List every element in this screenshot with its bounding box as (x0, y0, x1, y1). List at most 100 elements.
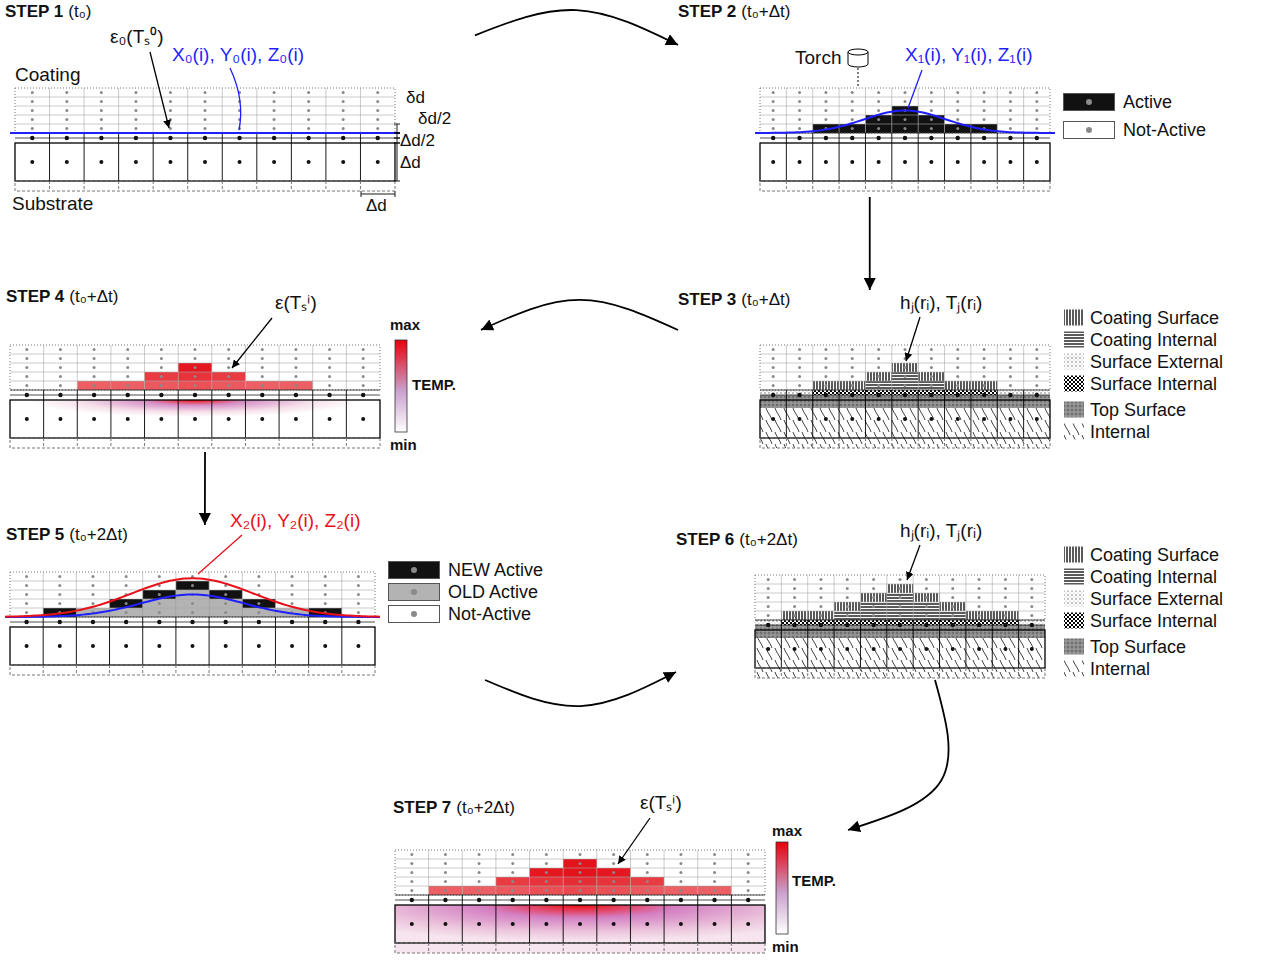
art-line (10, 381, 380, 382)
coating-node (545, 889, 548, 892)
coating-cell (887, 611, 913, 620)
swatch-pattern (1064, 639, 1084, 655)
coating-node (227, 375, 230, 378)
coating-node (930, 357, 933, 360)
art-line (781, 575, 782, 620)
coating-node (100, 109, 103, 112)
coating-node (294, 366, 297, 369)
coating-node (646, 853, 649, 856)
coating-node (65, 100, 68, 103)
coating-node (1030, 614, 1033, 617)
coating-node (125, 575, 128, 578)
coating-node (1004, 578, 1007, 581)
art-line (187, 181, 188, 191)
annotation-label: max (390, 316, 420, 334)
legend-swatch (388, 605, 440, 623)
interface-node (272, 136, 276, 140)
coating-node (291, 575, 294, 578)
leader-line (198, 535, 242, 574)
step-time: (t₀+2Δt) (69, 525, 128, 544)
art-line (1023, 345, 1024, 390)
interface-node (92, 393, 96, 397)
interface-node (168, 136, 172, 140)
art-line (760, 372, 1050, 373)
coating-node (951, 578, 954, 581)
art-line (43, 572, 44, 617)
art-line (858, 68, 859, 86)
step-time: (t₀+Δt) (69, 287, 118, 306)
coating-node (983, 118, 986, 121)
swatch-dot (411, 567, 417, 573)
art-line (630, 895, 631, 943)
coating-node (227, 384, 230, 387)
interface-node (746, 898, 750, 902)
art-line (360, 133, 361, 181)
interface-node (982, 136, 986, 140)
swatch-pattern (1064, 569, 1084, 585)
coating-node (646, 889, 649, 892)
coating-node (191, 602, 194, 605)
swatch-pattern (1064, 613, 1084, 629)
coating-node (194, 375, 197, 378)
mesh-grid (5, 572, 380, 675)
annotation-label: X₀(i), Y₀(i), Z₀(i) (172, 44, 304, 66)
legend-text: OLD Active (448, 582, 538, 602)
coating-node (169, 100, 172, 103)
art-line (697, 895, 698, 943)
art-line (970, 390, 971, 438)
coating-node (1004, 587, 1007, 590)
coating-node (511, 862, 514, 865)
swatch-pattern (1064, 402, 1084, 418)
interface-node (951, 623, 955, 627)
substrate-node (224, 644, 228, 648)
coating-node (925, 614, 928, 617)
legend-swatch (1063, 93, 1115, 111)
substrate-node (272, 160, 276, 164)
interface-node (237, 136, 241, 140)
coating-node (328, 375, 331, 378)
active-cell (865, 124, 891, 133)
art-line (10, 363, 380, 364)
art-line (397, 138, 398, 143)
art-rect (755, 630, 1045, 668)
interface-node (203, 136, 207, 140)
annotation-label: δd (406, 88, 425, 108)
coating-node (983, 91, 986, 94)
art-line (918, 88, 919, 133)
art-rect (15, 88, 395, 133)
interface-node (134, 136, 138, 140)
art-rect (760, 345, 1050, 390)
coating-cell (865, 381, 891, 390)
coating-node (767, 614, 770, 617)
substrate-node (477, 922, 481, 926)
art-line (664, 943, 665, 953)
active-cell (563, 859, 597, 868)
annotation-label: hⱼ(rᵢ), Tⱼ(rᵢ) (900, 520, 982, 542)
interface-node (323, 620, 327, 624)
coating-node (93, 375, 96, 378)
art-line (786, 438, 787, 448)
substrate-node (898, 647, 902, 651)
coating-node (31, 118, 34, 121)
substrate-node (612, 922, 616, 926)
art-line (807, 668, 808, 678)
art-line (325, 88, 326, 133)
active-cell (212, 381, 246, 390)
swatch-pattern (1064, 591, 1084, 607)
substrate-node (159, 417, 163, 421)
active-cell (209, 590, 242, 599)
art-line (807, 620, 808, 668)
coating-node (25, 584, 28, 587)
art-line (997, 181, 998, 191)
coating-node (925, 596, 928, 599)
art-line (279, 345, 280, 390)
art-rect (10, 665, 375, 675)
art-line (807, 575, 808, 620)
art-line (891, 88, 892, 133)
mesh-grid (760, 345, 1050, 448)
coating-node (612, 871, 615, 874)
step-title: STEP 3 (678, 290, 736, 309)
art-line (275, 665, 276, 675)
art-line (1023, 181, 1024, 191)
coating-node (93, 384, 96, 387)
